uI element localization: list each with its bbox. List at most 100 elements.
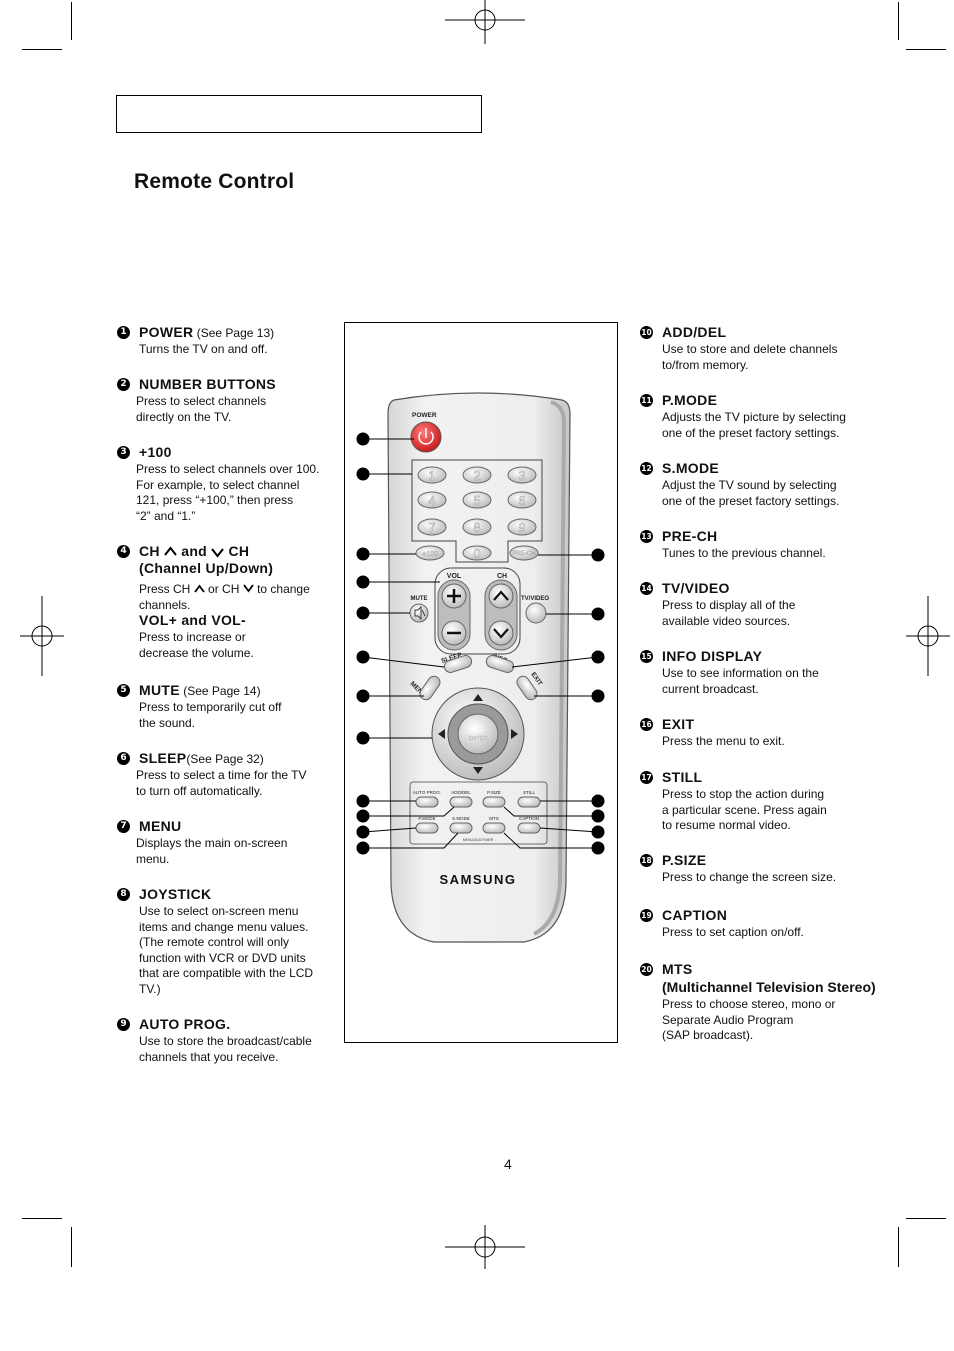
chevron-down-icon	[242, 584, 254, 593]
item-heading: CH and CH	[139, 543, 250, 559]
item-number-badge: 19	[640, 909, 653, 922]
item-number-badge: 1	[117, 326, 130, 339]
sleep-button	[443, 655, 473, 673]
item-number-badge: 9	[117, 1018, 130, 1031]
tvvideo-button	[525, 602, 547, 624]
arrow-down-icon	[473, 767, 483, 774]
item-description: Press to select channels directly on the…	[136, 394, 267, 424]
add-del-button	[449, 796, 473, 808]
item-heading: SLEEP(See Page 32)	[139, 750, 264, 766]
chevron-up-icon	[164, 546, 177, 556]
item-heading: JOYSTICK	[139, 886, 212, 902]
item-number-badge: 13	[640, 530, 653, 543]
svg-text:S.MODE: S.MODE	[452, 816, 470, 821]
item-description: Press to stop the action during a partic…	[662, 787, 827, 832]
svg-text:4: 4	[428, 493, 435, 508]
item-description: Use to store and delete channels to/from…	[662, 342, 838, 372]
item-number-badge: 16	[640, 718, 653, 731]
registration-mark-left	[20, 596, 64, 676]
svg-text:7: 7	[428, 520, 435, 535]
header-box	[116, 95, 482, 133]
chevron-up-icon	[193, 584, 205, 593]
remote-illustration-frame	[344, 322, 618, 1043]
item-heading: MENU	[139, 818, 182, 834]
item-description: Press to change the screen size.	[662, 870, 837, 884]
svg-text:8: 8	[473, 520, 480, 535]
callout-lines	[356, 432, 605, 855]
svg-text:0: 0	[473, 546, 480, 561]
svg-text:AUTO PROG.: AUTO PROG.	[413, 790, 441, 795]
number-pad: 1 2 3 4 5 6 7 8 9	[417, 466, 537, 536]
item-number-badge: 7	[117, 820, 130, 833]
chevron-up-icon	[493, 590, 509, 601]
svg-text:6: 6	[518, 493, 525, 508]
item-description: Press to set caption on/off.	[662, 925, 804, 939]
item-number-badge: 17	[640, 771, 653, 784]
exit-button	[516, 675, 538, 701]
power-label: POWER	[412, 412, 437, 419]
item-description: Press to select channels over 100. For e…	[136, 462, 320, 523]
svg-text:5: 5	[473, 493, 480, 508]
speaker-mute-icon	[414, 605, 426, 621]
svg-text:ENTER: ENTER	[469, 736, 488, 742]
item-description: Press to temporarily cut off the sound.	[139, 700, 282, 730]
remote-illustration: POWER 1 2 3 4 5 6 7 8 9 +100 0 PRE-CH VO…	[356, 392, 605, 943]
pmode-button	[415, 822, 439, 834]
item-description: Use to store the broadcast/cable channel…	[139, 1034, 312, 1064]
item-heading: +100	[139, 444, 172, 460]
item-description: Adjust the TV sound by selecting one of …	[662, 478, 840, 508]
item-subheading: (Multichannel Television Stereo)	[662, 979, 876, 995]
zero-button	[462, 545, 492, 561]
item-description: Press to select a time for the TV to tur…	[136, 768, 307, 798]
item-heading: TV/VIDEO	[662, 580, 730, 596]
item-heading: NUMBER BUTTONS	[139, 376, 276, 392]
svg-text:9: 9	[518, 520, 525, 535]
item-number-badge: 11	[640, 394, 653, 407]
still-button	[517, 796, 541, 808]
svg-text:MUTE: MUTE	[411, 596, 428, 602]
svg-text:PRE-CH: PRE-CH	[512, 551, 535, 557]
item-heading: INFO DISPLAY	[662, 648, 763, 664]
registration-mark-right	[906, 596, 950, 676]
item-number-badge: 14	[640, 582, 653, 595]
item-description: Use to select on-screen menu items and c…	[139, 904, 314, 996]
mute-button	[409, 603, 429, 623]
item-heading: P.SIZE	[662, 852, 707, 868]
prech-button	[509, 545, 539, 561]
arrow-right-icon	[511, 729, 518, 739]
item-heading: STILL	[662, 769, 703, 785]
chevron-down-icon	[493, 628, 509, 639]
item-number-badge: 18	[640, 854, 653, 867]
item-number-badge: 10	[640, 326, 653, 339]
svg-text:3: 3	[518, 468, 525, 483]
info-button	[485, 655, 515, 673]
svg-text:TV/VIDEO: TV/VIDEO	[521, 596, 549, 602]
item-number-badge: 4	[117, 545, 130, 558]
item-number-badge: 15	[640, 650, 653, 663]
ch-down-button	[488, 620, 514, 646]
svg-text:2: 2	[473, 468, 480, 483]
item-description: Press to choose stereo, mono or Separate…	[662, 997, 836, 1042]
svg-text:MTS: MTS	[489, 816, 499, 821]
svg-text:1: 1	[428, 468, 435, 483]
item-description: Turns the TV on and off.	[139, 342, 268, 356]
enter-button	[457, 713, 499, 755]
item-number-badge: 2	[117, 378, 130, 391]
item-heading: POWER (See Page 13)	[139, 324, 275, 340]
item-description: Displays the main on-screen menu.	[136, 836, 288, 866]
ch-up-button	[488, 583, 514, 609]
item-description: Use to see information on the current br…	[662, 666, 819, 696]
item-heading: MTS	[662, 961, 693, 977]
registration-mark-top	[445, 0, 525, 44]
item-number-badge: 8	[117, 888, 130, 901]
item-description: Adjusts the TV picture by selecting one …	[662, 410, 846, 440]
arrow-left-icon	[438, 729, 445, 739]
chevron-down-icon	[211, 548, 225, 558]
item-description: Press the menu to exit.	[662, 734, 785, 748]
item-number-badge: 6	[117, 752, 130, 765]
menu-button	[419, 675, 441, 701]
caption-button	[517, 822, 541, 834]
svg-text:+100: +100	[422, 551, 438, 558]
plus100-button	[415, 545, 445, 561]
svg-text:CH: CH	[497, 573, 507, 580]
